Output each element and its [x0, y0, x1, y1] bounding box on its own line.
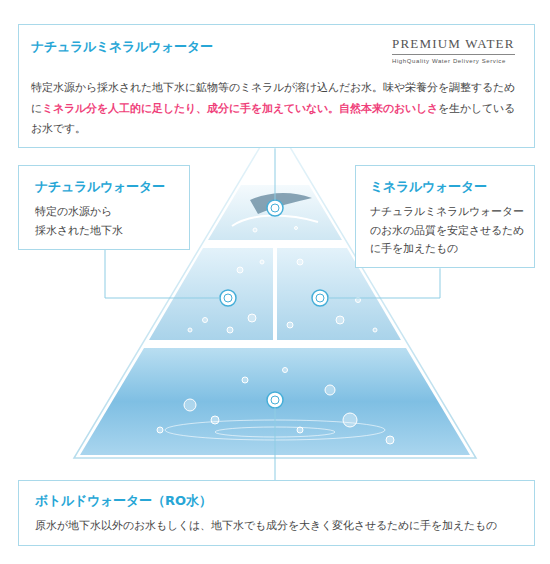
leader-line [328, 268, 440, 298]
callout-marker [220, 200, 328, 408]
box-text: 特定の水源から 採水された地下水 [35, 202, 177, 239]
box-heading: ミネラルウォーター [370, 178, 524, 196]
leader-line [105, 250, 220, 298]
brand-logo: PREMIUM WATER [392, 36, 515, 55]
category-box: ミネラルウォーターナチュラルミネラルウォーター のお水の品質を安定させるため に… [355, 165, 535, 268]
callout-marker-inner [224, 204, 324, 404]
leader-line [275, 148, 276, 200]
box-heading: ナチュラルウォーター [35, 178, 177, 196]
water-splash [232, 216, 318, 226]
brand-tagline: HighQuality Water Delivery Service [392, 58, 506, 64]
leader-line [275, 408, 276, 480]
box-text: 原水が地下水以外のお水もしくは、地下水でも成分を大きく変化させるために手を加えた… [35, 516, 522, 534]
category-box: ボトルドウォーター（RO水） 原水が地下水以外のお水もしくは、地下水でも成分を大き… [18, 480, 535, 546]
box-text: ナチュラルミネラルウォーター のお水の品質を安定させるため に手を加えたもの [370, 202, 524, 257]
middle-left-layer [149, 248, 273, 340]
box-text: ミネラル分を人工的に足したり、成分に手を加えていない。自然本来のおいしさ [42, 102, 438, 114]
box-heading: ボトルドウォーター（RO水） [35, 492, 522, 510]
category-box: ナチュラルウォーター特定の水源から 採水された地下水 [18, 165, 190, 250]
